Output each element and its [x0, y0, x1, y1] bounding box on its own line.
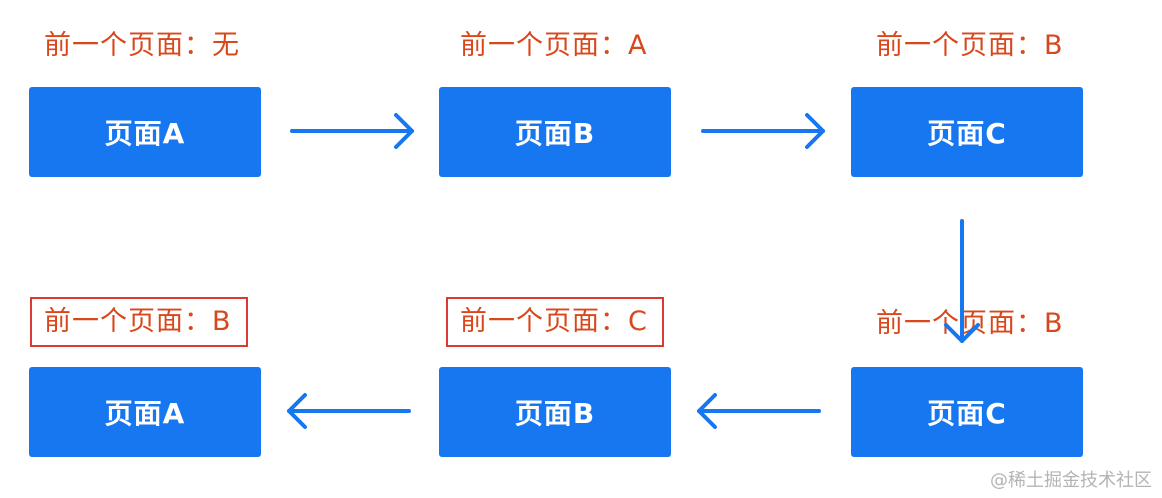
prev-page-label-r1-a: 前一个页面：无: [44, 30, 240, 61]
page-box-r2-c: 页面C: [851, 367, 1083, 457]
page-box-r2-b: 页面B: [439, 367, 671, 457]
arrow-down-c: [944, 219, 980, 343]
page-box-r2-a: 页面A: [29, 367, 261, 457]
prev-page-label-r1-c: 前一个页面：B: [876, 30, 1064, 61]
prev-page-label-r2-a-highlighted: 前一个页面：B: [30, 297, 248, 347]
prev-page-label-r2-b-highlighted: 前一个页面：C: [446, 297, 664, 347]
prev-page-label-r1-b: 前一个页面：A: [460, 30, 648, 61]
arrow-left-c-to-b: [697, 393, 821, 429]
watermark: @稀土掘金技术社区: [990, 470, 1152, 491]
page-box-r1-b: 页面B: [439, 87, 671, 177]
page-box-r1-c: 页面C: [851, 87, 1083, 177]
arrow-right-a-to-b: [290, 113, 414, 149]
arrow-right-b-to-c: [701, 113, 825, 149]
page-box-r1-a: 页面A: [29, 87, 261, 177]
arrow-left-b-to-a: [287, 393, 411, 429]
